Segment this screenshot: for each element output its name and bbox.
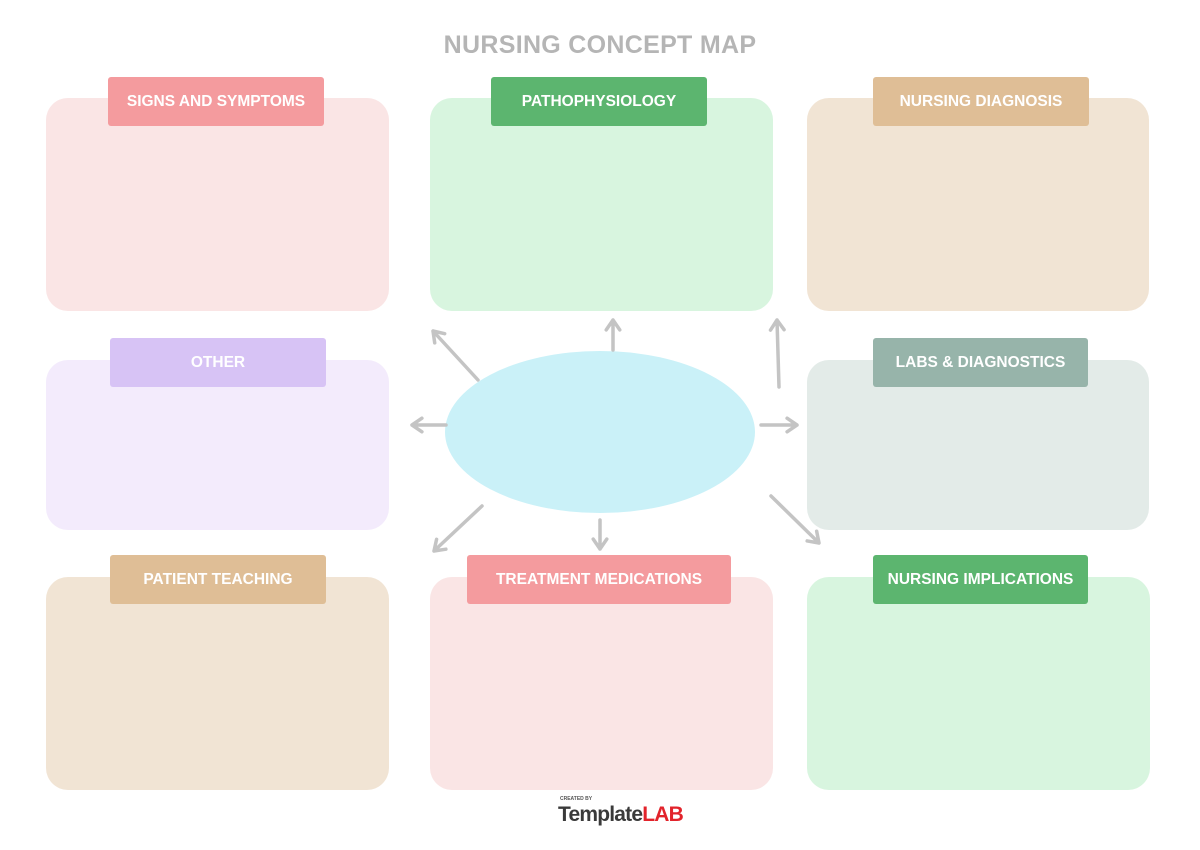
logo-lab: LAB <box>642 803 684 826</box>
logo-created-by: CREATED BY <box>560 796 593 802</box>
label-nursing-diagnosis: NURSING DIAGNOSIS <box>873 77 1089 126</box>
box-other[interactable] <box>46 360 389 530</box>
templatelab-logo: CREATED BY TemplateLAB <box>558 796 688 830</box>
box-nursing-implications[interactable] <box>807 577 1150 790</box>
label-labs-diagnostics: LABS & DIAGNOSTICS <box>873 338 1088 387</box>
label-nursing-implications: NURSING IMPLICATIONS <box>873 555 1088 604</box>
label-pathophysiology: PATHOPHYSIOLOGY <box>491 77 707 126</box>
box-signs-and-symptoms[interactable] <box>46 98 389 311</box>
arrow-implications-icon <box>769 494 821 545</box>
label-signs-and-symptoms: SIGNS AND SYMPTOMS <box>108 77 324 126</box>
arrow-patho-icon <box>604 318 622 352</box>
box-labs-diagnostics[interactable] <box>807 360 1149 530</box>
logo-template: Template <box>558 803 643 826</box>
label-other: OTHER <box>110 338 326 387</box>
arrow-diagnosis-icon <box>768 318 786 389</box>
arrow-labs-icon <box>759 416 799 434</box>
box-treatment-medications[interactable] <box>430 577 773 790</box>
box-pathophysiology[interactable] <box>430 98 773 311</box>
box-nursing-diagnosis[interactable] <box>807 98 1149 311</box>
arrow-other-icon <box>410 416 448 434</box>
arrow-treatment-icon <box>591 518 609 551</box>
box-patient-teaching[interactable] <box>46 577 389 790</box>
label-treatment-medications: TREATMENT MEDICATIONS <box>467 555 731 604</box>
label-patient-teaching: PATIENT TEACHING <box>110 555 326 604</box>
page-title: NURSING CONCEPT MAP <box>443 31 757 59</box>
center-ellipse[interactable] <box>445 351 755 513</box>
arrow-signs-icon <box>431 329 480 382</box>
arrow-teaching-icon <box>432 504 484 553</box>
